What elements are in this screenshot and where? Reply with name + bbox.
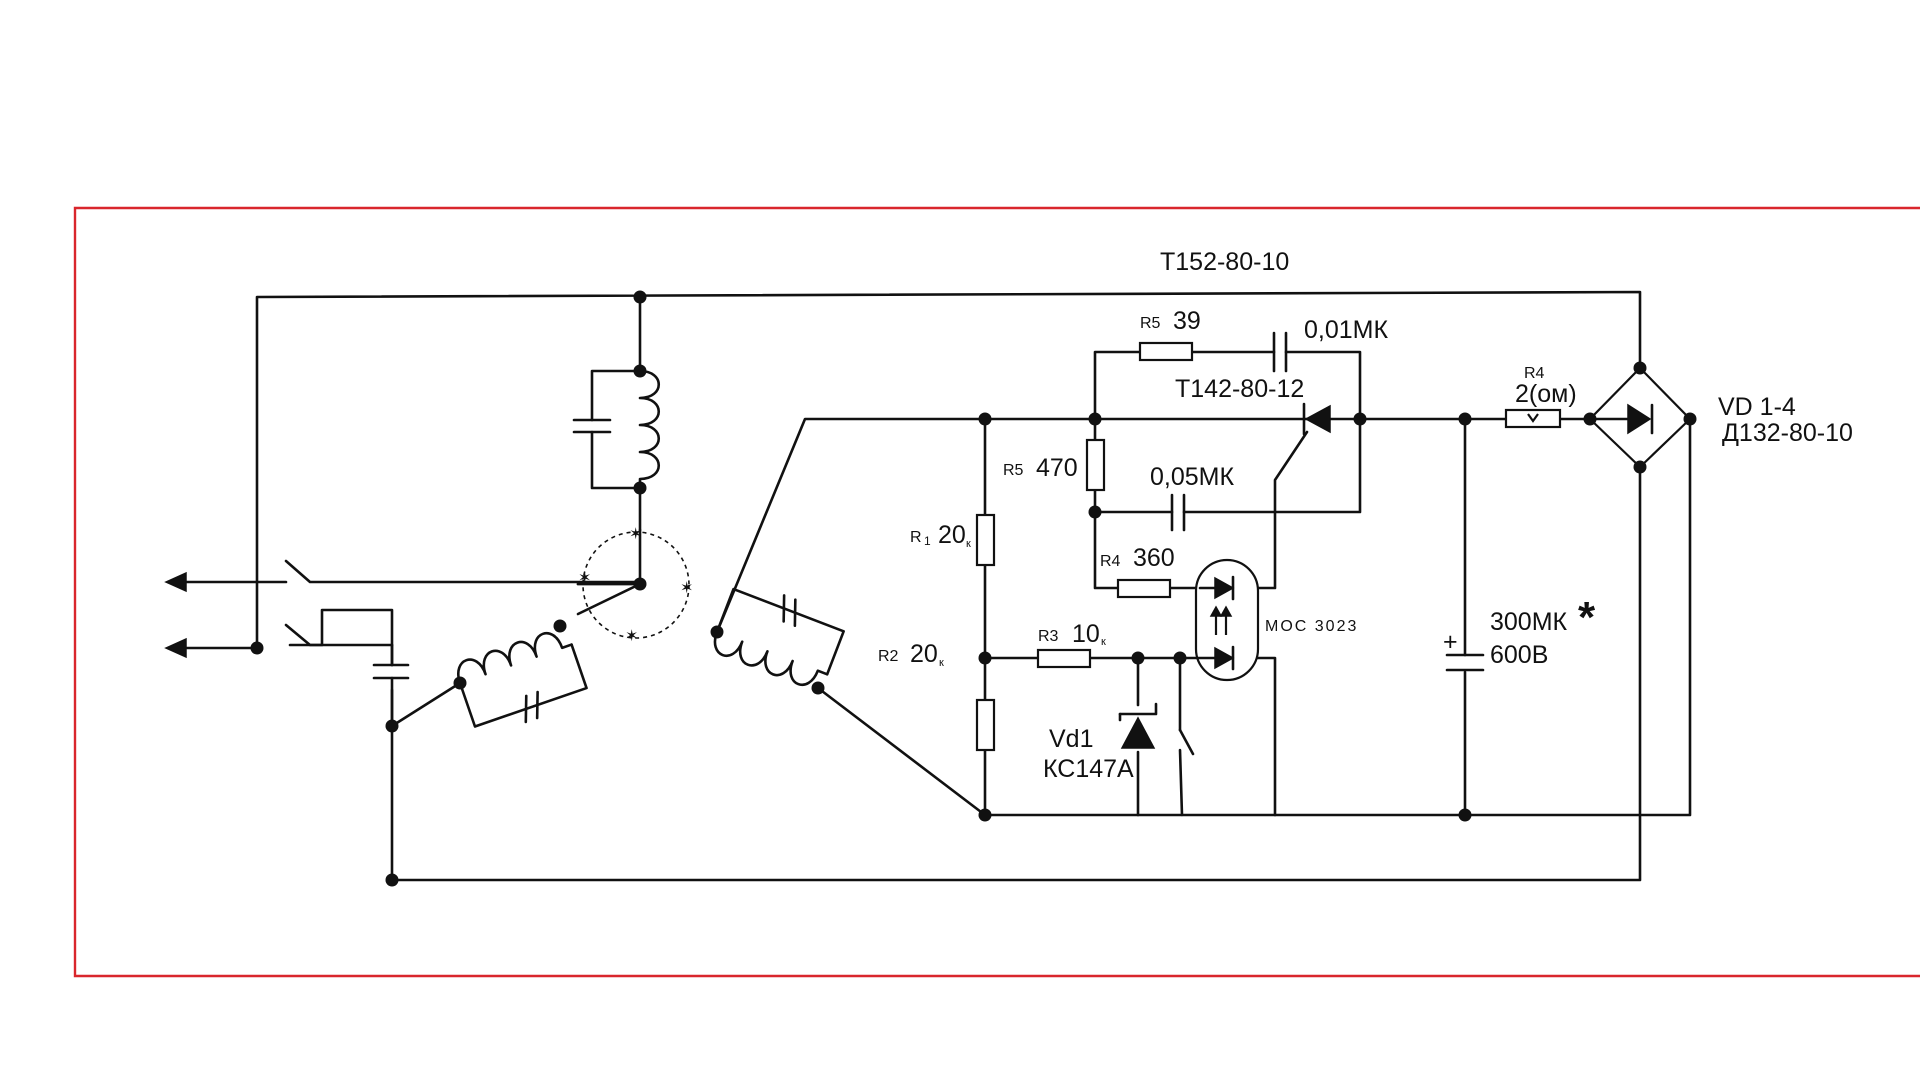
bottom-bus-wire — [390, 465, 1642, 882]
rotor-mark-left: ✶ — [578, 570, 591, 587]
label-r5-470-value: 470 — [1036, 454, 1078, 482]
component-labels: Т152-80-10 R5 39 0,01МК Т142-80-12 R4 2(… — [878, 248, 1853, 783]
label-r5-39-prefix: R5 — [1140, 315, 1161, 332]
label-r4-360-value: 360 — [1133, 544, 1175, 572]
resistor-r2 — [975, 698, 996, 752]
label-r1-prefix: R — [910, 529, 922, 546]
resistor-r1 — [975, 513, 996, 567]
optocoupler-moc3023 — [1178, 558, 1260, 682]
capacitor-input — [372, 643, 410, 728]
label-optocoupler: МОС 3023 — [1265, 618, 1358, 635]
label-bridge-part: Д132-80-10 — [1722, 419, 1853, 447]
capacitors — [372, 331, 1485, 728]
rotor-mark-right: ✶ — [680, 580, 693, 597]
winding-top — [572, 369, 660, 490]
wires — [255, 290, 1692, 882]
resistors — [975, 341, 1562, 752]
rotor-mark-top: ✶ — [629, 526, 642, 543]
label-t152: Т152-80-10 — [1160, 248, 1289, 276]
label-r1-value: 20 — [938, 521, 966, 549]
input-terminals — [164, 559, 642, 659]
label-c-005: 0,05МК — [1150, 463, 1234, 491]
capacitor-005mk — [1170, 493, 1186, 532]
label-t142: Т142-80-12 — [1175, 375, 1304, 403]
label-bridge-name: VD 1-4 — [1718, 393, 1796, 421]
label-r2-suffix: к — [939, 657, 944, 669]
label-zener-name: Vd1 — [1049, 725, 1093, 753]
label-r3-suffix: к — [1101, 636, 1106, 648]
resistor-r4-360 — [1116, 578, 1172, 599]
winding-right — [713, 587, 845, 686]
label-r5-39-value: 39 — [1173, 307, 1201, 335]
label-r4-360-prefix: R4 — [1100, 553, 1121, 570]
label-r4-name: R4 — [1524, 365, 1545, 382]
rotor-circle: ✶ ✶ ✶ ✶ — [576, 526, 693, 645]
label-cap-300: 300МК — [1490, 608, 1568, 636]
label-zener-part: КС147А — [1043, 755, 1134, 783]
label-r2-prefix: R2 — [878, 648, 899, 665]
label-c-001: 0,01МК — [1304, 316, 1388, 344]
arrow-left-icon — [164, 571, 187, 593]
diode-bridge-vd1-4 — [1588, 366, 1692, 469]
junction-dots — [250, 290, 1697, 887]
rotor-mark-bottom: ✶ — [625, 628, 638, 645]
zener-diode-vd1 — [1118, 702, 1158, 749]
top-bus-wire — [255, 290, 1642, 647]
resistor-r5-39 — [1138, 341, 1194, 362]
switch-contact — [1178, 728, 1195, 756]
resistor-r3 — [1036, 648, 1092, 669]
label-r3-value: 10 — [1072, 620, 1100, 648]
capacitor-300mk — [1445, 653, 1485, 672]
label-r1-index: 1 — [924, 534, 931, 548]
label-r3-prefix: R3 — [1038, 628, 1059, 645]
winding-left — [457, 631, 588, 728]
capacitor-001mk — [1272, 331, 1288, 373]
label-r2-value: 20 — [910, 640, 938, 668]
arrow-left-icon — [164, 637, 187, 659]
label-r5-470-prefix: R5 — [1003, 462, 1024, 479]
resistor-r5-470 — [1085, 438, 1106, 492]
thyristor-t142 — [1302, 402, 1331, 436]
label-cap-600v: 600В — [1490, 641, 1548, 669]
label-cap-star: * — [1578, 593, 1596, 642]
label-r1-suffix: к — [966, 538, 971, 550]
resistor-r4-2ohm — [1504, 408, 1562, 429]
label-cap-plus: + — [1443, 628, 1458, 656]
label-r4-value: 2(ом) — [1515, 380, 1577, 408]
diagram-frame — [73, 206, 1920, 978]
